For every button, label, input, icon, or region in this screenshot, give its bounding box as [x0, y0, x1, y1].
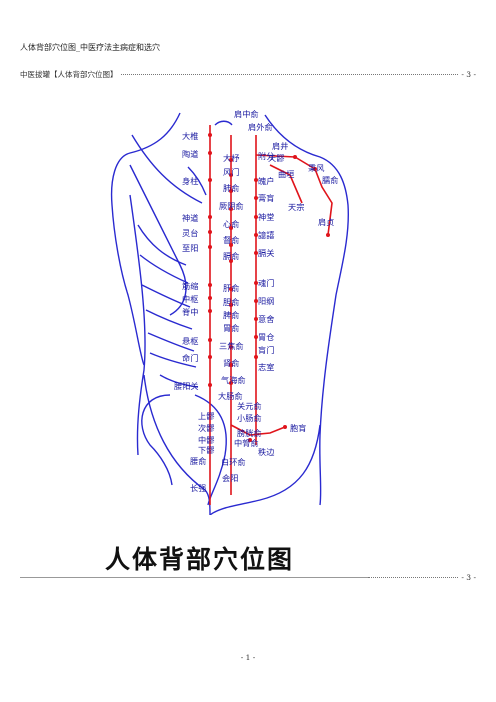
label-dazhui: 大椎: [182, 131, 198, 141]
label-pangguangshu: 膀胱俞: [237, 428, 262, 438]
label-tianzong: 天宗: [288, 202, 304, 212]
label-lingtai: 灵台: [182, 228, 198, 238]
label-geshu: 膈俞: [223, 251, 239, 261]
label-tianliao: 天髎: [268, 153, 284, 163]
label-dazhu: 大杼: [223, 153, 239, 163]
label-ciliao: 次髎: [198, 423, 214, 433]
label-fufen: 附分: [258, 151, 274, 161]
label-sanjiaoshu: 三焦俞: [219, 341, 244, 351]
label-huiyang: 会阳: [222, 473, 238, 483]
footer-rule: [20, 577, 369, 578]
label-danshu: 胆俞: [223, 297, 239, 307]
label-jueyinshu: 厥阴俞: [219, 201, 244, 211]
label-xuanshu: 悬枢: [182, 336, 198, 346]
label-ganshu: 肝俞: [223, 283, 239, 293]
label-bingfeng: 秉风: [308, 163, 324, 173]
figure-caption: 人体背部穴位图: [105, 545, 295, 574]
toc-footer-line: - 3 -: [20, 573, 476, 582]
toc-entry[interactable]: 中医拔罐【人体背部穴位图】 - 3 -: [20, 69, 476, 80]
label-xiaochangshu: 小肠俞: [237, 413, 262, 423]
label-yaoshu: 腰俞: [190, 456, 206, 466]
label-mingmen: 命门: [182, 353, 198, 363]
label-hunmen: 魂门: [258, 278, 274, 288]
label-feishu: 肺俞: [223, 183, 239, 193]
label-weishu: 胃俞: [223, 323, 239, 333]
label-zhonglvshu: 中膂俞: [234, 438, 259, 448]
meridian-lines: [209, 125, 333, 505]
label-yaoyangguan: 腰阳关: [174, 381, 199, 391]
toc-page-number: - 3 -: [461, 70, 476, 79]
label-xialiao: 下髎: [198, 445, 214, 455]
label-jianzhen: 肩贞: [318, 217, 334, 227]
label-huangmen: 肓门: [258, 345, 274, 355]
page-number: - 1 -: [240, 653, 256, 662]
label-yixi: 譩譆: [258, 230, 274, 240]
label-jianwaishu: 肩外俞: [248, 122, 273, 132]
label-dushu: 督俞: [223, 235, 239, 245]
label-shenshu: 肾俞: [223, 358, 239, 368]
label-quyuan: 曲垣: [278, 169, 294, 179]
label-changqiang: 长强: [190, 483, 206, 493]
label-qihaishu: 气海俞: [221, 375, 246, 385]
label-xinshu: 心俞: [223, 219, 239, 229]
label-baihuanshu: 白环俞: [221, 457, 246, 467]
label-jianjing: 肩井: [272, 141, 288, 151]
acupoint-dots: [208, 133, 330, 442]
label-shentang: 神堂: [258, 212, 274, 222]
label-jizhong: 脊中: [182, 307, 198, 317]
label-shenzhu: 身柱: [182, 176, 198, 186]
label-geguan: 膈关: [258, 248, 274, 258]
label-zhishi: 志室: [258, 362, 274, 372]
label-taodao: 陶道: [182, 149, 198, 159]
label-yishe: 意舍: [258, 314, 274, 324]
label-pishu: 脾俞: [223, 310, 239, 320]
label-weicang: 胃仓: [258, 332, 274, 342]
acupoint-labels: 大椎 陶道 身柱 神道 灵台 至阳 筋缩 中枢 脊中 悬枢 命门 腰阳关 上髎 …: [174, 109, 338, 493]
label-zhiyang: 至阳: [182, 243, 198, 253]
label-yanggang: 阳纲: [258, 296, 274, 306]
label-shendao: 神道: [182, 213, 198, 223]
label-dachangshu: 大肠俞: [218, 391, 243, 401]
toc-page-number-2: - 3 -: [461, 573, 476, 582]
acupoint-figure: 大椎 陶道 身柱 神道 灵台 至阳 筋缩 中枢 脊中 悬枢 命门 腰阳关 上髎 …: [110, 109, 350, 515]
label-guanyuanshu: 关元俞: [237, 401, 262, 411]
label-zhibian: 秩边: [258, 447, 274, 457]
label-shangliao: 上髎: [198, 411, 214, 421]
label-jianzhongshu: 肩中俞: [234, 109, 259, 119]
label-jinsuo: 筋缩: [182, 281, 198, 291]
toc-entry-label: 中医拔罐【人体背部穴位图】: [20, 70, 118, 79]
footer-leader: [368, 577, 459, 578]
toc-leader: [120, 74, 459, 75]
body-outline: [110, 112, 350, 515]
label-zhongliao: 中髎: [198, 435, 214, 445]
label-pohu: 魄户: [258, 176, 274, 186]
label-fengmen: 风门: [223, 167, 239, 177]
label-zhongshu: 中枢: [182, 294, 198, 304]
label-baohuang: 胞肓: [290, 423, 306, 433]
document-title: 人体背部穴位图_中医疗法主病症和选穴: [20, 43, 160, 52]
label-naoshu: 臑俞: [322, 175, 338, 185]
label-gaohuang: 膏肓: [258, 193, 274, 203]
